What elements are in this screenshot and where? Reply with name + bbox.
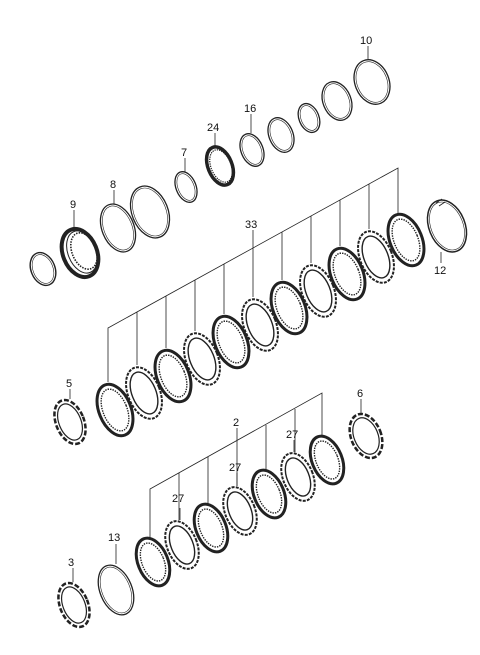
part-10-ring: [353, 59, 391, 105]
callout-27-mid: 27: [229, 462, 241, 474]
clutch-plate: [134, 536, 172, 588]
part-9-ring: [59, 226, 101, 280]
clutch-plate: [308, 434, 346, 486]
part-10-ring-inner: [355, 61, 389, 103]
part-7-ring-inner: [176, 173, 196, 201]
part-6-ring: [348, 412, 384, 460]
clutch-disc: [222, 486, 258, 536]
ring-after-16: [267, 117, 295, 153]
clutch-plate: [386, 212, 426, 268]
callout-2: 2: [233, 417, 239, 429]
part-8-ring: [99, 203, 137, 253]
callout-5: 5: [66, 378, 72, 390]
large-plain-ring-inner: [132, 187, 168, 237]
bracket-33: [107, 167, 399, 382]
callout-13: 13: [108, 532, 120, 544]
clutch-plate: [211, 314, 251, 370]
clutch-disc: [164, 520, 200, 570]
part-16-ring-inner: [241, 135, 263, 165]
part-5-ring: [53, 398, 87, 446]
callout-27-right: 27: [286, 429, 298, 441]
callouts: 10 16 24 7 8 9 33 12 5 6 2 27 27 27 13 3: [66, 35, 446, 569]
part-16-ring: [239, 133, 265, 167]
part-8-ring-inner: [102, 205, 134, 251]
part-13-ring: [97, 564, 135, 616]
callout-8: 8: [110, 179, 116, 191]
ring-before-10: [321, 81, 353, 121]
callout-16: 16: [244, 103, 256, 115]
clutch-plate: [95, 382, 135, 438]
callout-9: 9: [70, 199, 76, 211]
clutch-disc: [183, 332, 221, 386]
callout-3: 3: [68, 557, 74, 569]
clutch-disc: [357, 230, 395, 284]
part-24-ring: [204, 145, 236, 187]
large-plain-ring: [129, 185, 171, 239]
ring-after-16-inner: [269, 119, 293, 151]
small-ring-mid-inner: [299, 105, 319, 131]
clutch-plate: [327, 246, 367, 302]
clutch-disc: [241, 298, 279, 352]
clutch-disc: [299, 264, 337, 318]
ring-before-10-inner: [323, 83, 351, 119]
callout-10: 10: [360, 35, 372, 47]
top-ring-group: [29, 59, 391, 287]
clutch-plate: [192, 502, 230, 554]
ring-small-left: [29, 251, 57, 287]
clutch-plate: [269, 280, 309, 336]
small-ring-mid: [297, 102, 321, 134]
clutch-pack-2: [134, 392, 346, 588]
part-7-ring: [174, 171, 198, 203]
clutch-disc: [125, 366, 163, 420]
callout-24: 24: [207, 122, 219, 134]
callout-27-left: 27: [172, 493, 184, 505]
callout-7: 7: [181, 147, 187, 159]
callout-12: 12: [434, 265, 446, 277]
callout-leaders: [69, 46, 442, 582]
clutch-plate: [153, 348, 193, 404]
part-3-ring: [57, 581, 91, 629]
ring-small-left-inner: [31, 254, 55, 284]
bracket-2: [149, 392, 323, 537]
callout-6: 6: [357, 388, 363, 400]
clutch-disc: [280, 452, 316, 502]
clutch-plate: [250, 468, 288, 520]
clutch-pack-33: [95, 167, 426, 438]
part-12-ring: [426, 198, 468, 253]
callout-33: 33: [245, 219, 257, 231]
